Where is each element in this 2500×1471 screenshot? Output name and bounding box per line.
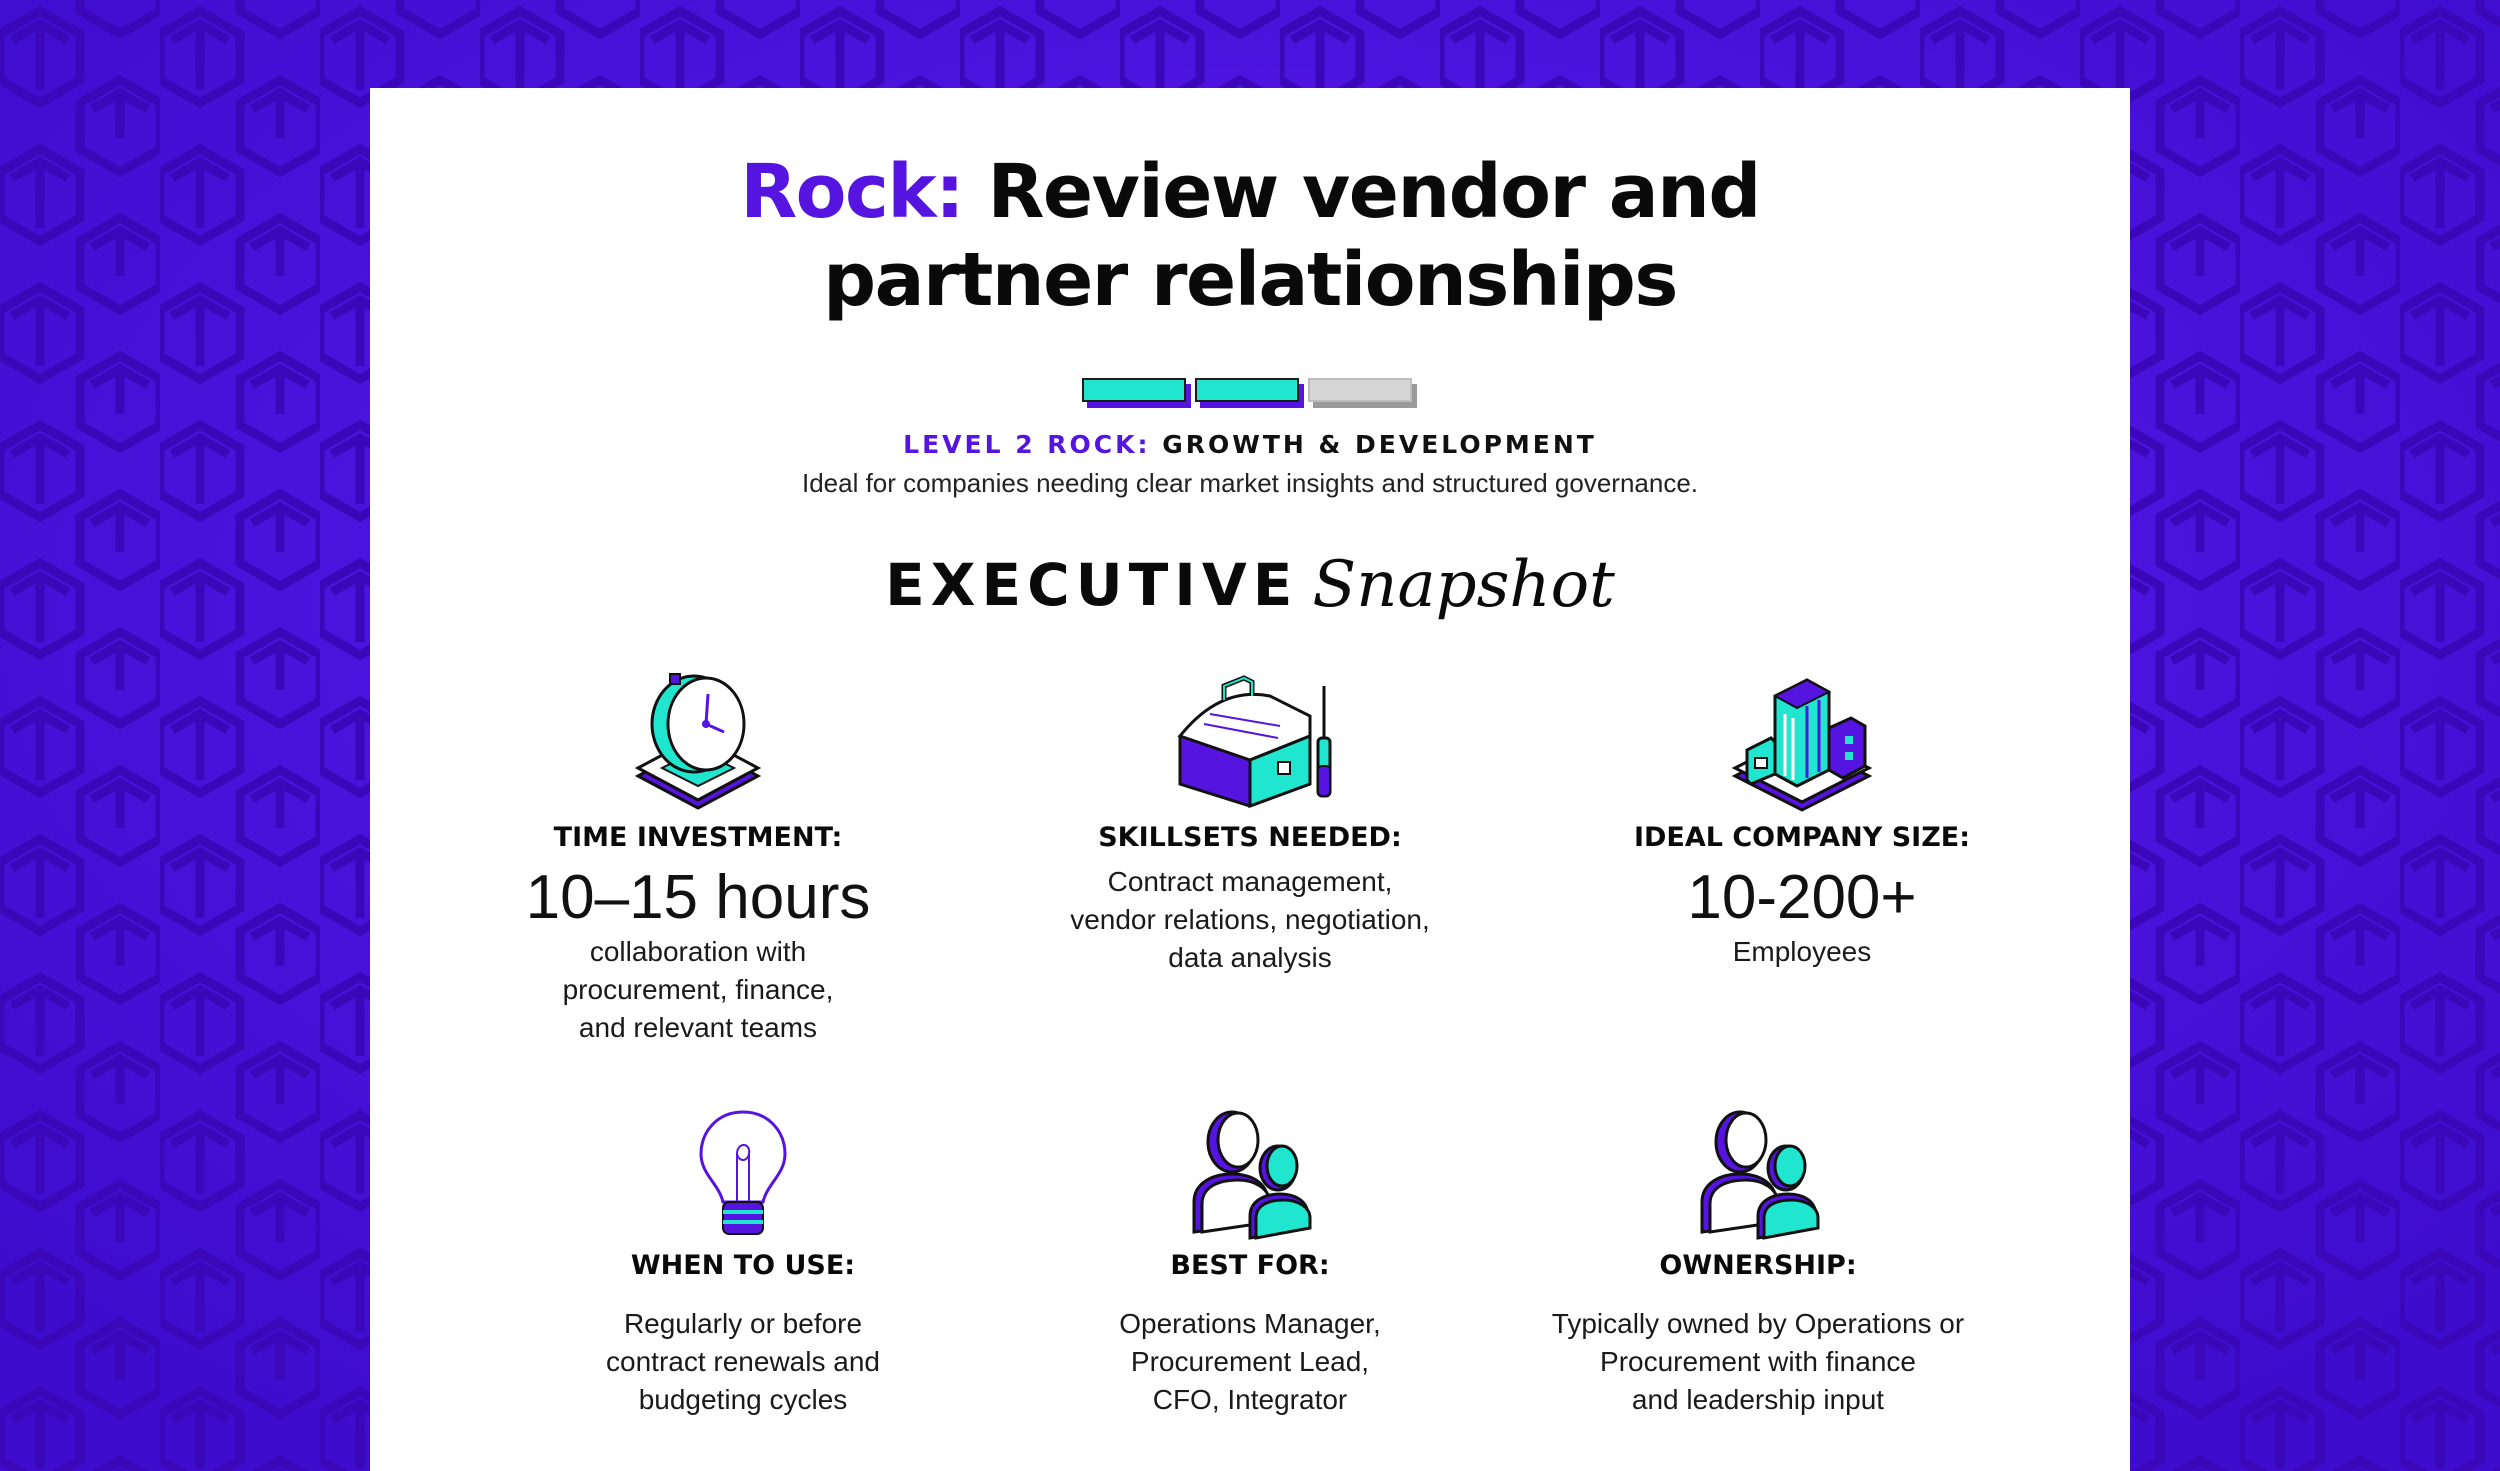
toolbox-icon: [1177, 675, 1332, 809]
best-for-heading: BEST FOR:: [1170, 1250, 1330, 1281]
company-size-value: 10-200+: [1687, 863, 1917, 932]
level-label: LEVEL 2 ROCK: GROWTH & DEVELOPMENT: [370, 430, 2130, 459]
title-accent: Rock:: [740, 149, 965, 235]
page-title: Rock: Review vendor and partner relation…: [370, 148, 2130, 324]
skillsets-text: Contract management, vendor relations, n…: [1070, 866, 1430, 973]
level-accent-label: LEVEL 2 ROCK:: [903, 430, 1151, 459]
heading-executive: EXECUTIVE: [885, 551, 1299, 619]
time-investment-text: collaboration with procurement, finance,…: [562, 936, 834, 1043]
snapshot-card: Rock: Review vendor and partner relation…: [370, 88, 2130, 1471]
clock-icon: [634, 673, 762, 810]
level-category: GROWTH & DEVELOPMENT: [1162, 430, 1597, 459]
building-icon: [1731, 678, 1873, 812]
best-for-block: BEST FOR: Operations Manager, Procuremen…: [990, 1104, 1510, 1419]
when-to-use-text: Regularly or before contract renewals an…: [606, 1308, 880, 1415]
ownership-text: Typically owned by Operations or Procure…: [1551, 1308, 1965, 1415]
lightbulb-icon: [699, 1110, 787, 1235]
when-to-use-heading: WHEN TO USE:: [630, 1250, 856, 1281]
heading-snapshot: Snapshot: [1312, 548, 1615, 622]
when-to-use-block: WHEN TO USE: Regularly or before contrac…: [483, 1104, 1003, 1419]
level-description: Ideal for companies needing clear market…: [801, 468, 1699, 498]
ownership-block: OWNERSHIP: Typically owned by Operations…: [1498, 1104, 2018, 1419]
people-icon: [1700, 1110, 1820, 1240]
best-for-text: Operations Manager, Procurement Lead, CF…: [1119, 1308, 1381, 1415]
level-bar-3: [1308, 378, 1412, 402]
people-icon: [1192, 1110, 1312, 1240]
title-line-1: Review vendor and: [987, 149, 1761, 235]
time-investment-value: 10–15 hours: [525, 863, 871, 932]
skillsets-heading: SKILLSETS NEEDED:: [1098, 822, 1402, 853]
company-size-block: IDEAL COMPANY SIZE: 10-200+ Employees: [1542, 666, 2062, 971]
company-size-heading: IDEAL COMPANY SIZE:: [1633, 822, 1971, 853]
ownership-heading: OWNERSHIP:: [1659, 1250, 1857, 1281]
time-investment-block: TIME INVESTMENT: 10–15 hours collaborati…: [438, 666, 958, 1047]
level-bar-1: [1082, 378, 1186, 402]
level-bar-2: [1195, 378, 1299, 402]
time-investment-heading: TIME INVESTMENT:: [553, 822, 843, 853]
level-indicator: [1082, 378, 1418, 408]
title-line-2: partner relationships: [823, 237, 1678, 323]
skillsets-block: SKILLSETS NEEDED: Contract management, v…: [990, 666, 1510, 977]
company-size-text: Employees: [1732, 936, 1872, 967]
